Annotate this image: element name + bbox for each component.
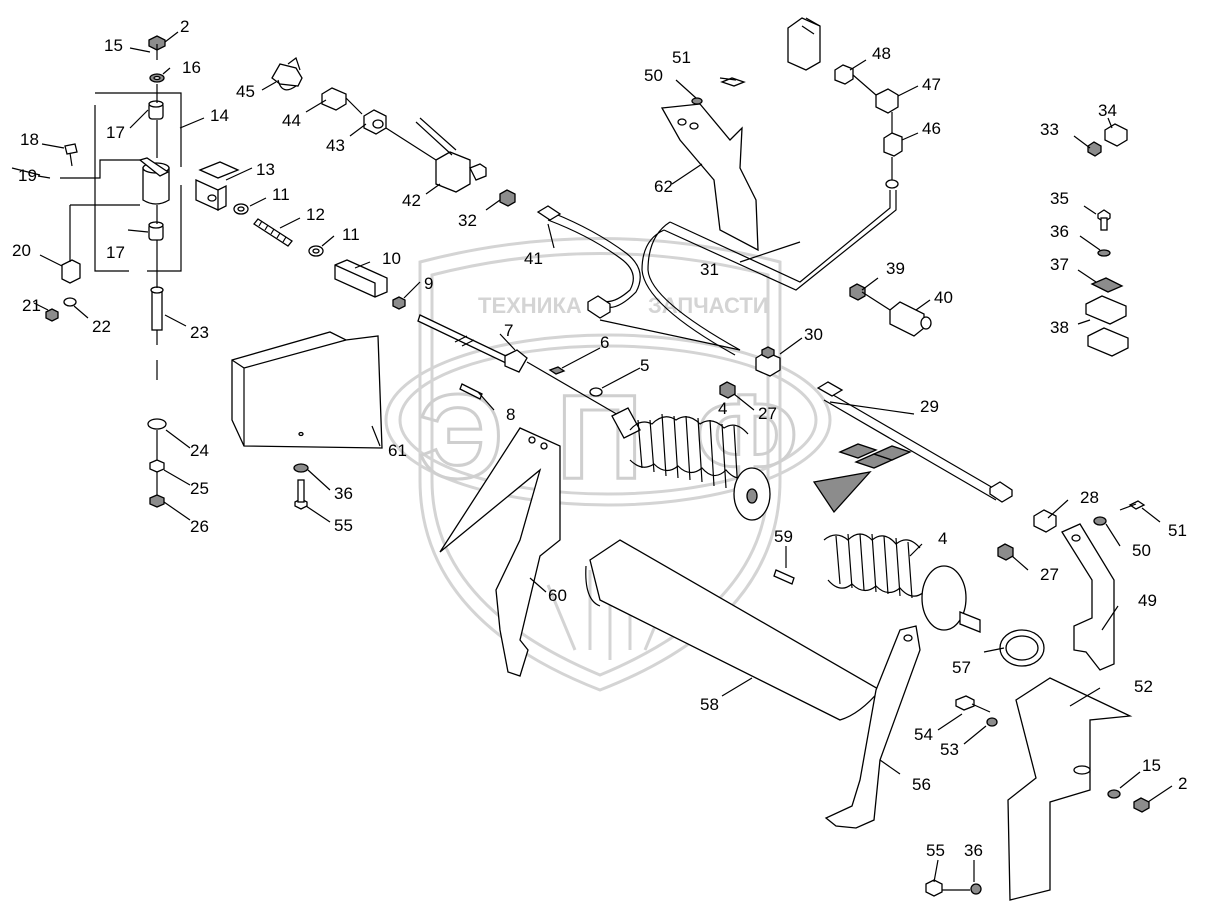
callout-53: 53 [940,740,959,759]
callout-54: 54 [914,725,933,744]
callout-45: 45 [236,82,255,101]
callout-26: 26 [190,517,209,536]
callout-47: 47 [922,75,941,94]
callout-57: 57 [952,658,971,677]
callout-34: 34 [1098,101,1117,120]
callout-40: 40 [934,288,953,307]
callout-51: 51 [1168,521,1187,540]
watermark-text-technika: ТЕХНИКА [478,293,582,318]
hose-29 [812,381,1057,561]
callout-51: 51 [672,48,691,67]
callout-6: 6 [600,333,609,352]
callout-4: 4 [938,529,947,548]
bracket-62 [660,77,759,252]
callout-20: 20 [12,241,31,260]
callout-23: 23 [190,323,209,342]
bracket-49 [1061,500,1146,671]
callout-30: 30 [804,325,823,344]
callout-32: 32 [458,211,477,230]
callout-18: 18 [20,130,39,149]
callout-49: 49 [1138,591,1157,610]
left-pivot-assembly [11,35,406,508]
callout-5: 5 [640,356,649,375]
callout-39: 39 [886,259,905,278]
callout-12: 12 [306,205,325,224]
callout-48: 48 [872,44,891,63]
callout-44: 44 [282,111,301,130]
callout-16: 16 [182,58,201,77]
callout-4: 4 [718,399,727,418]
watermark-text-zapchasti: ЗАПЧАСТИ [648,293,769,318]
callout-17: 17 [106,123,125,142]
callout-2: 2 [1178,774,1187,793]
callout-41: 41 [524,249,543,268]
callout-37: 37 [1050,255,1069,274]
callout-14: 14 [210,106,229,125]
callout-8: 8 [506,405,515,424]
callout-36: 36 [334,484,353,503]
callout-33: 33 [1040,120,1059,139]
callout-13: 13 [256,160,275,179]
callout-61: 61 [388,441,407,460]
bracket-52 [925,677,1150,901]
callout-50: 50 [1132,541,1151,560]
callout-55: 55 [334,516,353,535]
callout-11: 11 [272,185,290,204]
spring-assembly-upper [417,314,781,521]
small-parts-33-38 [1085,123,1129,357]
callout-62: 62 [654,177,673,196]
callout-10: 10 [382,249,401,268]
callout-27: 27 [758,404,777,423]
callout-38: 38 [1050,318,1069,337]
callout-43: 43 [326,136,345,155]
callout-27: 27 [1040,565,1059,584]
callout-15: 15 [1142,756,1161,775]
hydraulic-lines [271,17,932,356]
callout-28: 28 [1080,488,1099,507]
callout-21: 21 [22,296,41,315]
callout-17: 17 [106,243,125,262]
callout-22: 22 [92,317,111,336]
callout-60: 60 [548,586,567,605]
callout-24: 24 [190,441,209,460]
callout-50: 50 [644,66,663,85]
callout-59: 59 [774,527,793,546]
callout-7: 7 [504,321,513,340]
callout-36: 36 [964,841,983,860]
callout-55: 55 [926,841,945,860]
pedal-60 [439,427,561,677]
callout-58: 58 [700,695,719,714]
cover-61 [231,331,383,510]
callout-11: 11 [342,225,360,244]
callout-25: 25 [190,479,209,498]
callout-2: 2 [180,17,189,36]
callout-31: 31 [700,260,719,279]
callout-15: 15 [104,36,123,55]
callout-42: 42 [402,191,421,210]
leader-lines [33,31,1173,883]
callouts: 2 15 16 14 17 18 19 13 11 12 11 10 9 17 … [12,17,1187,860]
callout-46: 46 [922,119,941,138]
callout-9: 9 [424,274,433,293]
callout-52: 52 [1134,677,1153,696]
callout-19: 19 [18,166,37,185]
spring-assembly-lower [773,533,1045,667]
callout-36: 36 [1050,222,1069,241]
callout-29: 29 [920,397,939,416]
callout-35: 35 [1050,189,1069,208]
callout-56: 56 [912,775,931,794]
pedal-56 [824,625,921,829]
